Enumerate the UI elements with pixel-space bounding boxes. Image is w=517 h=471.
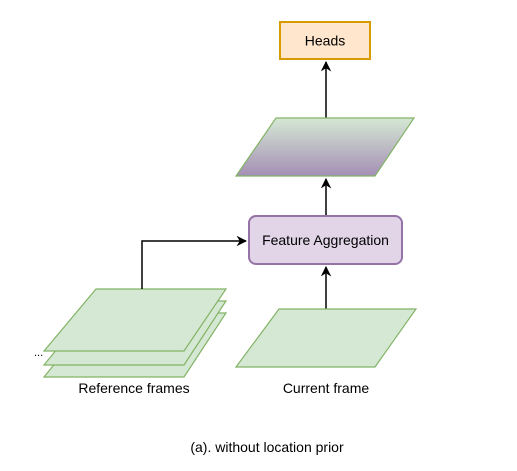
reference-ellipsis: ... xyxy=(34,347,43,359)
heads-label: Heads xyxy=(305,33,345,49)
aggregation-label: Feature Aggregation xyxy=(262,232,389,248)
heads-box xyxy=(279,21,371,60)
fused-feature-map xyxy=(234,117,416,177)
heads-node: Heads xyxy=(279,21,371,60)
arrow-reference-to-aggregation xyxy=(141,235,248,289)
aggregation-node: Feature Aggregation xyxy=(248,215,403,265)
aggregation-box xyxy=(248,215,403,265)
current-frame xyxy=(234,308,418,368)
current-frame-label: Current frame xyxy=(283,380,370,396)
reference-frames-label: Reference frames xyxy=(78,380,189,396)
figure-caption: (a). without location prior xyxy=(190,439,344,455)
reference-frame-front xyxy=(42,288,228,352)
reference-frames-stack xyxy=(42,288,228,378)
